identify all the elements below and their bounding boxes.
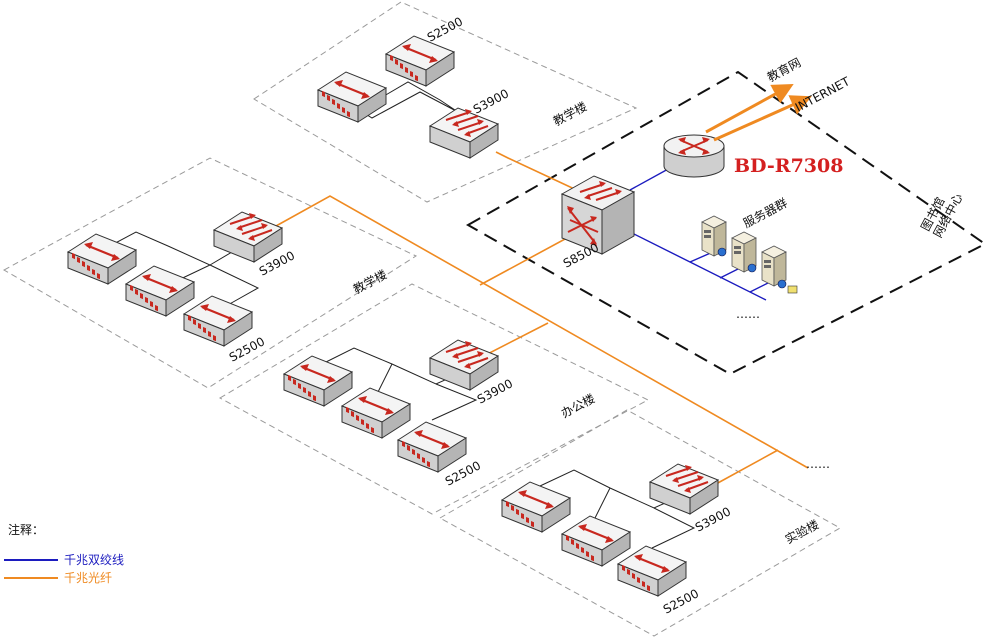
fiber-to-lab xyxy=(715,449,779,485)
fiber-core-to-backbone xyxy=(479,231,579,286)
label-lab-dist: S3900 xyxy=(693,504,733,534)
zone-border-network-center xyxy=(465,70,987,376)
printer-icon xyxy=(787,285,798,294)
switch-left-access-1[interactable] xyxy=(66,232,138,286)
label-fiber-ellipsis: …… xyxy=(806,457,830,471)
legend-fiber-label: 千兆光纤 xyxy=(64,571,112,585)
legend-title: 注释： xyxy=(8,522,44,537)
label-top-access: S2500 xyxy=(425,14,465,44)
label-office-zone: 办公楼 xyxy=(558,390,597,420)
switch-left-access-2[interactable] xyxy=(124,264,196,318)
label-lab-access: S2500 xyxy=(661,586,701,616)
zone-lab xyxy=(500,463,719,598)
zone-office xyxy=(282,339,499,474)
zone-borders xyxy=(2,1,842,637)
switch-top-access-1[interactable] xyxy=(384,34,456,88)
zone-top-teaching xyxy=(316,34,499,159)
switch-office-access-1[interactable] xyxy=(282,354,354,408)
fiber-backbone-trunk xyxy=(275,195,809,469)
zone-border-left-teaching xyxy=(2,157,418,389)
switch-left-dist[interactable] xyxy=(213,211,283,263)
router[interactable] xyxy=(663,134,725,178)
copper-server-bus xyxy=(629,231,767,301)
label-servers-ellipsis: …… xyxy=(736,307,760,321)
switch-left-access-3[interactable] xyxy=(182,294,254,348)
legend: 注释： 千兆双绞线 千兆光纤 xyxy=(4,522,124,585)
link-left-access xyxy=(105,231,260,307)
label-top-dist: S3900 xyxy=(471,86,511,116)
label-edu-net: 教育网 xyxy=(764,54,803,84)
switch-top-dist[interactable] xyxy=(429,107,499,159)
switch-lab-dist[interactable] xyxy=(649,463,719,515)
zone-border-office xyxy=(218,283,650,515)
switch-office-access-3[interactable] xyxy=(396,420,468,474)
switch-top-access-2[interactable] xyxy=(316,70,388,124)
label-servers: 服务器群 xyxy=(740,195,789,231)
uplink-internet-arrow xyxy=(713,95,812,142)
copper-core-to-router xyxy=(629,167,671,191)
access-links xyxy=(105,81,696,549)
label-internet: INTERNET xyxy=(793,74,853,115)
switch-lab-access-2[interactable] xyxy=(560,514,632,568)
core-switch[interactable] xyxy=(561,175,635,255)
globe-icon xyxy=(747,263,757,273)
label-router: BD-R7308 xyxy=(734,155,843,177)
label-lab-zone: 实验楼 xyxy=(782,516,821,546)
fiber-core-to-top xyxy=(495,151,599,201)
zone-border-lab xyxy=(438,409,842,637)
label-top-zone: 教学楼 xyxy=(550,98,589,128)
uplink-edu-arrow xyxy=(705,83,794,134)
label-network-center: 图书馆 网络中心 xyxy=(917,191,965,240)
network-center xyxy=(561,134,798,294)
zone-border-top-teaching xyxy=(253,1,638,203)
globe-icon xyxy=(777,279,787,289)
fiber-links xyxy=(275,151,809,485)
legend-copper-label: 千兆双绞线 xyxy=(64,552,124,567)
label-left-zone: 教学楼 xyxy=(350,266,389,296)
switch-lab-access-3[interactable] xyxy=(616,544,688,598)
uplink-arrows xyxy=(705,83,812,142)
globe-icon xyxy=(717,247,727,257)
switch-office-access-2[interactable] xyxy=(340,386,412,440)
switch-lab-access-1[interactable] xyxy=(500,480,572,534)
